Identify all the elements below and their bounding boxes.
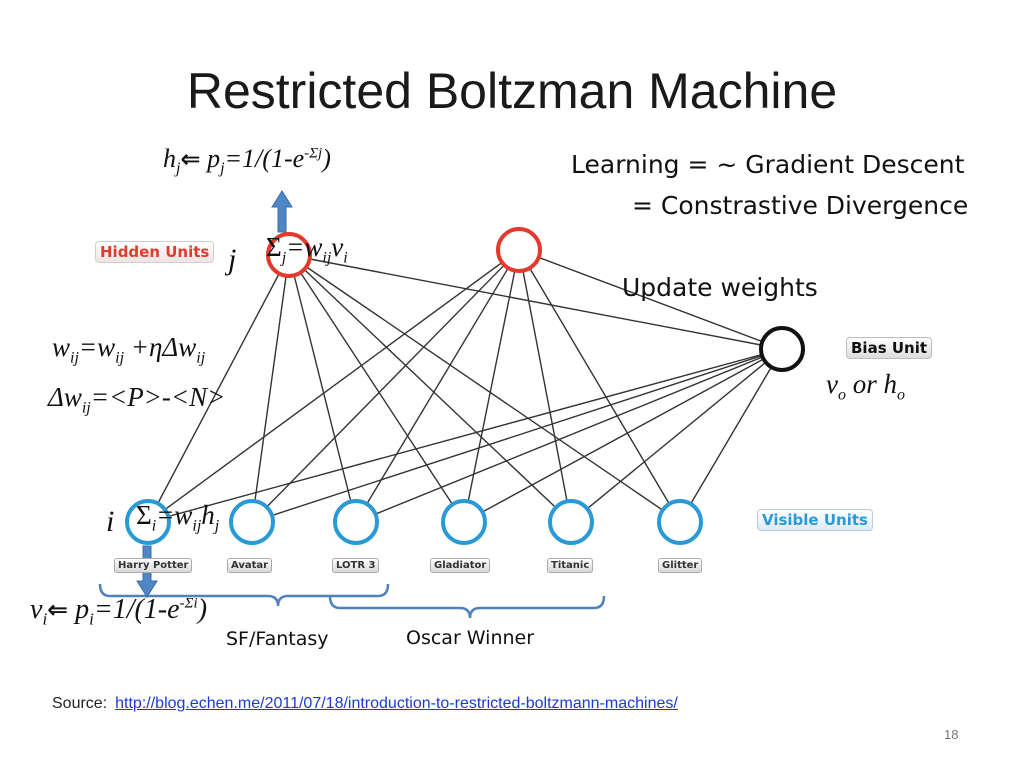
connection-edge	[147, 254, 290, 523]
visible-unit-label: Gladiator	[430, 558, 491, 573]
hidden-update-formula: hj⇐ pj=1/(1-e-Σj)	[163, 144, 331, 178]
up-arrow-icon	[271, 190, 293, 233]
visible-unit-label: Titanic	[547, 558, 594, 573]
connection-edge	[251, 348, 783, 523]
bias-unit-badge: Bias Unit	[846, 337, 933, 359]
bias-formula: vo or ho	[826, 369, 905, 404]
hidden-index-j: j	[228, 243, 237, 276]
learning-line-1: Learning = ~ Gradient Descent	[571, 150, 965, 179]
network-nodes	[125, 227, 805, 545]
visible-unit-label: Avatar	[227, 558, 273, 573]
group-bracket	[98, 583, 390, 607]
connection-edge	[288, 254, 572, 523]
left-arrow-icon: ⇐	[47, 595, 69, 624]
visible-update-formula: vi⇐ pi=1/(1-e-Σi)	[30, 594, 208, 629]
visible-unit-node	[333, 499, 379, 545]
connection-edge	[463, 249, 520, 523]
connection-edge	[147, 249, 520, 523]
bias-unit-node	[759, 326, 805, 372]
oscar-winner-label: Oscar Winner	[406, 627, 535, 649]
connection-edge	[147, 348, 783, 523]
hidden-unit-node	[496, 227, 542, 273]
weight-update-formula: wij=wij +ηΔwij	[52, 332, 206, 367]
visible-unit-node	[441, 499, 487, 545]
connection-edge	[355, 348, 783, 523]
visible-units-badge: Visible Units	[757, 509, 873, 531]
network-edges	[147, 249, 783, 523]
group-brackets	[98, 583, 606, 619]
learning-line-2: = Constrastive Divergence	[632, 191, 969, 220]
connection-edge	[518, 249, 681, 523]
connection-edge	[288, 254, 357, 523]
source-citation: Source:http://blog.echen.me/2011/07/18/i…	[52, 695, 678, 712]
visible-unit-label: Glitter	[658, 558, 703, 573]
connection-edge	[251, 254, 290, 523]
connection-edge	[288, 254, 783, 350]
connection-edge	[251, 249, 520, 523]
connection-edge	[288, 254, 465, 523]
group-bracket	[328, 595, 606, 619]
page-number: 18	[944, 727, 959, 742]
visible-index-i: i	[106, 505, 115, 538]
slide-title: Restricted Boltzman Machine	[186, 63, 838, 119]
source-link[interactable]: http://blog.echen.me/2011/07/18/introduc…	[115, 695, 678, 712]
visible-unit-node	[657, 499, 703, 545]
visible-unit-node	[229, 499, 275, 545]
connection-edge	[518, 249, 783, 350]
visible-unit-label: LOTR 3	[332, 558, 380, 573]
connection-edge	[355, 249, 520, 523]
connection-edge	[518, 249, 572, 523]
connection-edge	[463, 348, 783, 523]
update-weights-text: Update weights	[622, 273, 818, 302]
connection-edge	[679, 348, 783, 523]
sf-fantasy-label: SF/Fantasy	[226, 628, 329, 650]
left-arrow-icon: ⇐	[180, 145, 201, 173]
visible-unit-node	[548, 499, 594, 545]
hidden-unit-node	[266, 232, 312, 278]
hidden-units-badge: Hidden Units	[95, 241, 215, 263]
sum-i-formula: Σi=wijhj	[136, 500, 220, 535]
connection-edge	[570, 348, 783, 523]
connection-edge	[288, 254, 681, 523]
sum-j-formula: Σj=wijvi	[266, 232, 348, 267]
delta-w-formula: Δwij=<P>-<N>	[48, 382, 226, 417]
visible-unit-label: Harry Potter	[114, 558, 193, 573]
visible-unit-node	[125, 499, 171, 545]
